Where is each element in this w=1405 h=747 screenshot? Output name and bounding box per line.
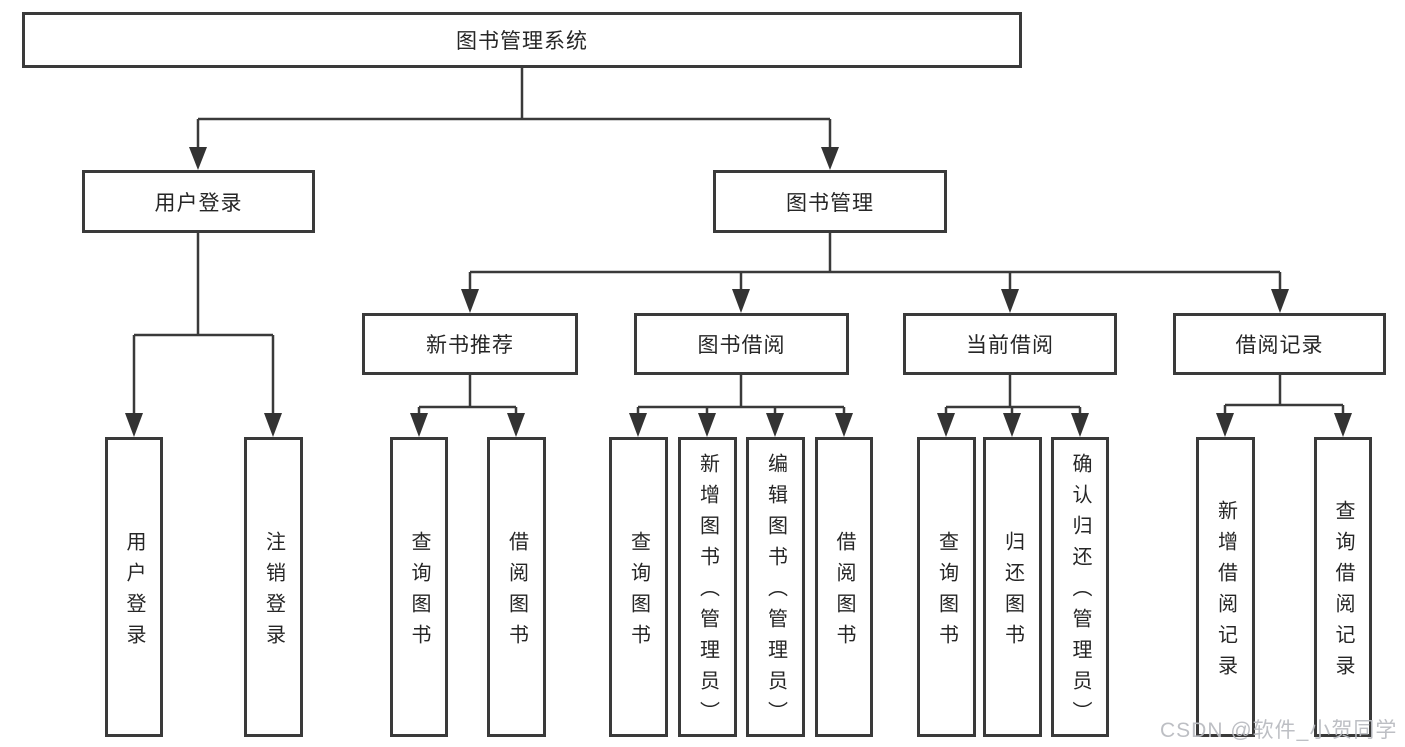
node-new-book-recommend: 新书推荐 [362,313,578,375]
arrowhead [698,413,716,437]
node-user-login: 用户登录 [82,170,315,233]
node-label: 当前借阅 [966,334,1054,357]
leaf-query-books-recommend: 查询图书 [390,437,448,737]
connector-current-borrow-split [944,375,1082,414]
node-label: 图书管理系统 [456,30,588,53]
node-label: 用户登录 [154,191,243,215]
leaf-label: 查询借阅记录 [1332,499,1354,686]
node-book-management: 图书管理 [713,170,947,233]
leaf-label: 新增借阅记录 [1214,499,1237,686]
arrowhead [835,413,853,437]
leaf-label: 借阅图书 [505,530,528,655]
leaf-label: 借阅图书 [833,530,855,655]
leaf-borrow-books-recommend: 借阅图书 [487,437,546,737]
leaf-logout: 注销登录 [244,437,303,737]
connector-new-book-split [417,375,518,414]
leaf-add-borrow-record: 新增借阅记录 [1196,437,1255,737]
arrowhead [766,413,784,437]
connector-root-split [196,68,832,148]
arrowhead [629,413,647,437]
node-label: 图书管理 [786,191,874,215]
csdn-watermark: CSDN @软件_小贺同学 [1160,719,1398,742]
arrowhead [1216,413,1234,437]
arrowhead [264,413,282,437]
node-root-library-system: 图书管理系统 [22,12,1022,68]
arrowhead [1271,289,1289,313]
arrowhead [937,413,955,437]
connector-book-borrow-split [636,375,846,414]
arrowhead [732,289,750,313]
leaf-borrow-books: 借阅图书 [815,437,873,737]
leaf-confirm-return-admin: 确认归还（管理员） [1051,437,1109,737]
leaf-label: 查询图书 [627,530,650,655]
node-label: 图书借阅 [697,334,786,357]
leaf-label: 归还图书 [1001,530,1024,655]
connector-book-management-split [468,233,1282,290]
leaf-label: 查询图书 [408,530,430,655]
node-label: 借阅记录 [1235,334,1324,357]
arrowhead [1334,413,1352,437]
arrowhead [1001,289,1019,313]
node-book-borrow: 图书借阅 [634,313,849,375]
arrowhead [1071,413,1089,437]
leaf-label: 编辑图书（管理员） [764,453,787,732]
leaf-query-borrow-record: 查询借阅记录 [1314,437,1372,737]
connector-borrow-records-split [1223,375,1345,414]
arrowhead [461,289,479,313]
leaf-query-books-current: 查询图书 [917,437,976,737]
leaf-label: 新增图书（管理员） [696,453,719,732]
leaf-edit-books-admin: 编辑图书（管理员） [746,437,805,737]
arrowhead [189,147,207,170]
connector-user-login-split [132,233,275,414]
leaf-user-login: 用户登录 [105,437,163,737]
arrowhead [821,147,839,170]
node-label: 新书推荐 [426,334,514,357]
arrowhead [1003,413,1021,437]
node-current-borrow: 当前借阅 [903,313,1117,375]
leaf-label: 查询图书 [935,530,958,655]
leaf-label: 注销登录 [262,530,285,655]
arrowhead [507,413,525,437]
leaf-label: 确认归还（管理员） [1069,453,1091,732]
leaf-return-books: 归还图书 [983,437,1042,737]
leaf-add-books-admin: 新增图书（管理员） [678,437,737,737]
node-borrow-records: 借阅记录 [1173,313,1386,375]
arrowhead [410,413,428,437]
arrowhead [125,413,143,437]
leaf-label: 用户登录 [123,530,145,655]
leaf-query-books-borrow: 查询图书 [609,437,668,737]
